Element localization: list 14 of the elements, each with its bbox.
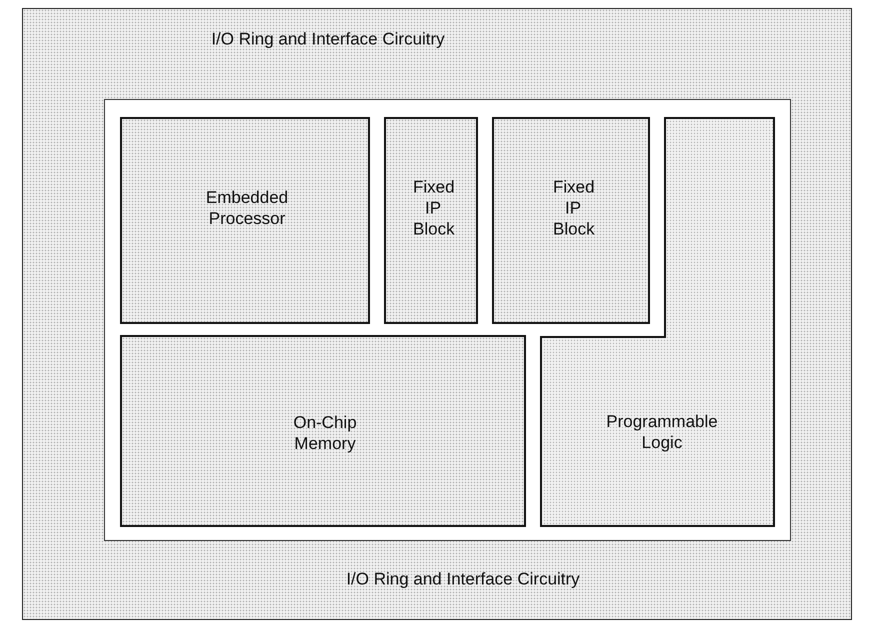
processor-block	[120, 117, 370, 324]
ring-region	[22, 8, 852, 620]
memory-block	[120, 335, 526, 527]
block-label: Embedded Processor	[204, 186, 290, 228]
block-label: I/O Ring and Interface Circuitry	[211, 28, 445, 50]
block-label: Fixed IP Block	[413, 176, 453, 239]
block-label: I/O Ring and Interface Circuitry	[346, 568, 580, 590]
logic-region	[540, 117, 775, 527]
block-label: Fixed IP Block	[553, 176, 593, 239]
block-label: Programmable Logic	[605, 411, 719, 453]
ip-block	[492, 117, 650, 324]
ip-block	[384, 117, 478, 324]
core-frame	[104, 99, 791, 541]
block-label: On-Chip Memory	[292, 412, 358, 454]
